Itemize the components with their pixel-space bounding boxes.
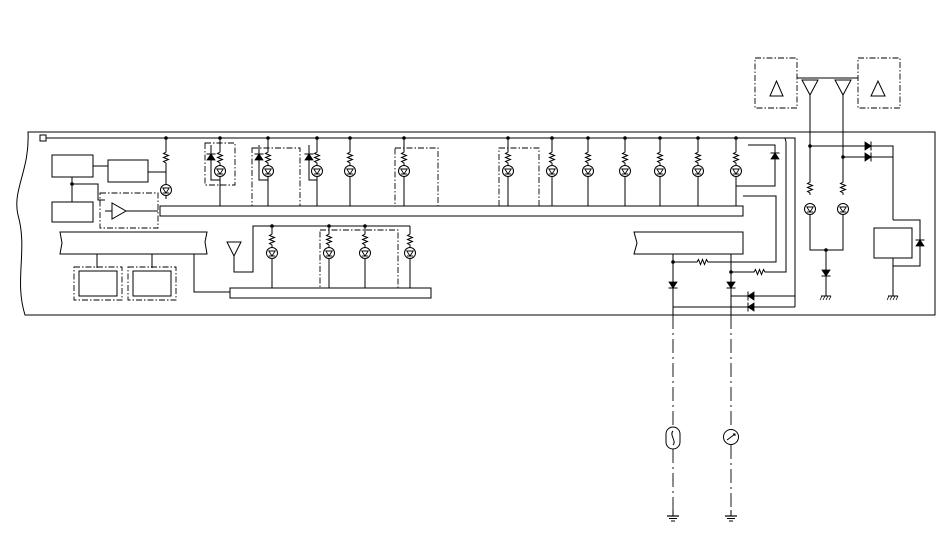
transistor-icon (344, 165, 356, 181)
external-module (755, 58, 797, 108)
amplifier-icon (112, 203, 126, 219)
diode-icon (254, 153, 264, 161)
ground-icon (666, 509, 680, 522)
connector-pin (40, 135, 46, 141)
upper-bus-bar (160, 206, 743, 216)
lower-channel-group (266, 226, 416, 288)
diode-icon (821, 269, 831, 277)
amplifier-icon (770, 81, 783, 96)
diode-icon (206, 153, 216, 161)
left-logic-blocks (52, 155, 166, 228)
external-module (858, 58, 900, 108)
diode-icon (864, 141, 872, 151)
memory-block (79, 271, 117, 296)
diode-icon (864, 152, 872, 162)
relay-block (874, 228, 912, 258)
diode-icon (747, 302, 755, 312)
resistor-icon (751, 269, 768, 275)
control-module-outline (17, 132, 935, 315)
amplifier-icon (802, 80, 818, 95)
transistor-icon (262, 165, 274, 181)
ground-icon (819, 291, 832, 301)
ground-icon (886, 291, 899, 301)
memory-block (133, 271, 171, 296)
transistor-icon (311, 165, 323, 181)
right-lower-bus (634, 232, 743, 254)
ground-icon (724, 509, 738, 522)
amplifier-icon (835, 80, 851, 95)
transistor-icon (214, 165, 226, 181)
diode-icon (726, 281, 736, 289)
transistor-icon (160, 184, 172, 200)
diode-icon (915, 239, 925, 247)
transistor-icon (804, 203, 816, 219)
diode-icon (304, 153, 314, 161)
transistor-icon (837, 203, 849, 219)
diode-icon (747, 291, 755, 301)
transistor-icon (502, 165, 514, 181)
diode-icon (770, 152, 780, 160)
sensor-icon (724, 430, 739, 445)
resistor-icon (694, 259, 711, 265)
transistor-icon (398, 165, 410, 181)
output-channel-group (546, 138, 742, 206)
amplifier-icon (871, 81, 885, 96)
sensor-icon (666, 427, 680, 449)
lower-driver-bus (230, 288, 431, 298)
amplifier-icon (227, 242, 241, 256)
lower-left-bus (60, 232, 207, 254)
diode-icon (668, 281, 678, 289)
